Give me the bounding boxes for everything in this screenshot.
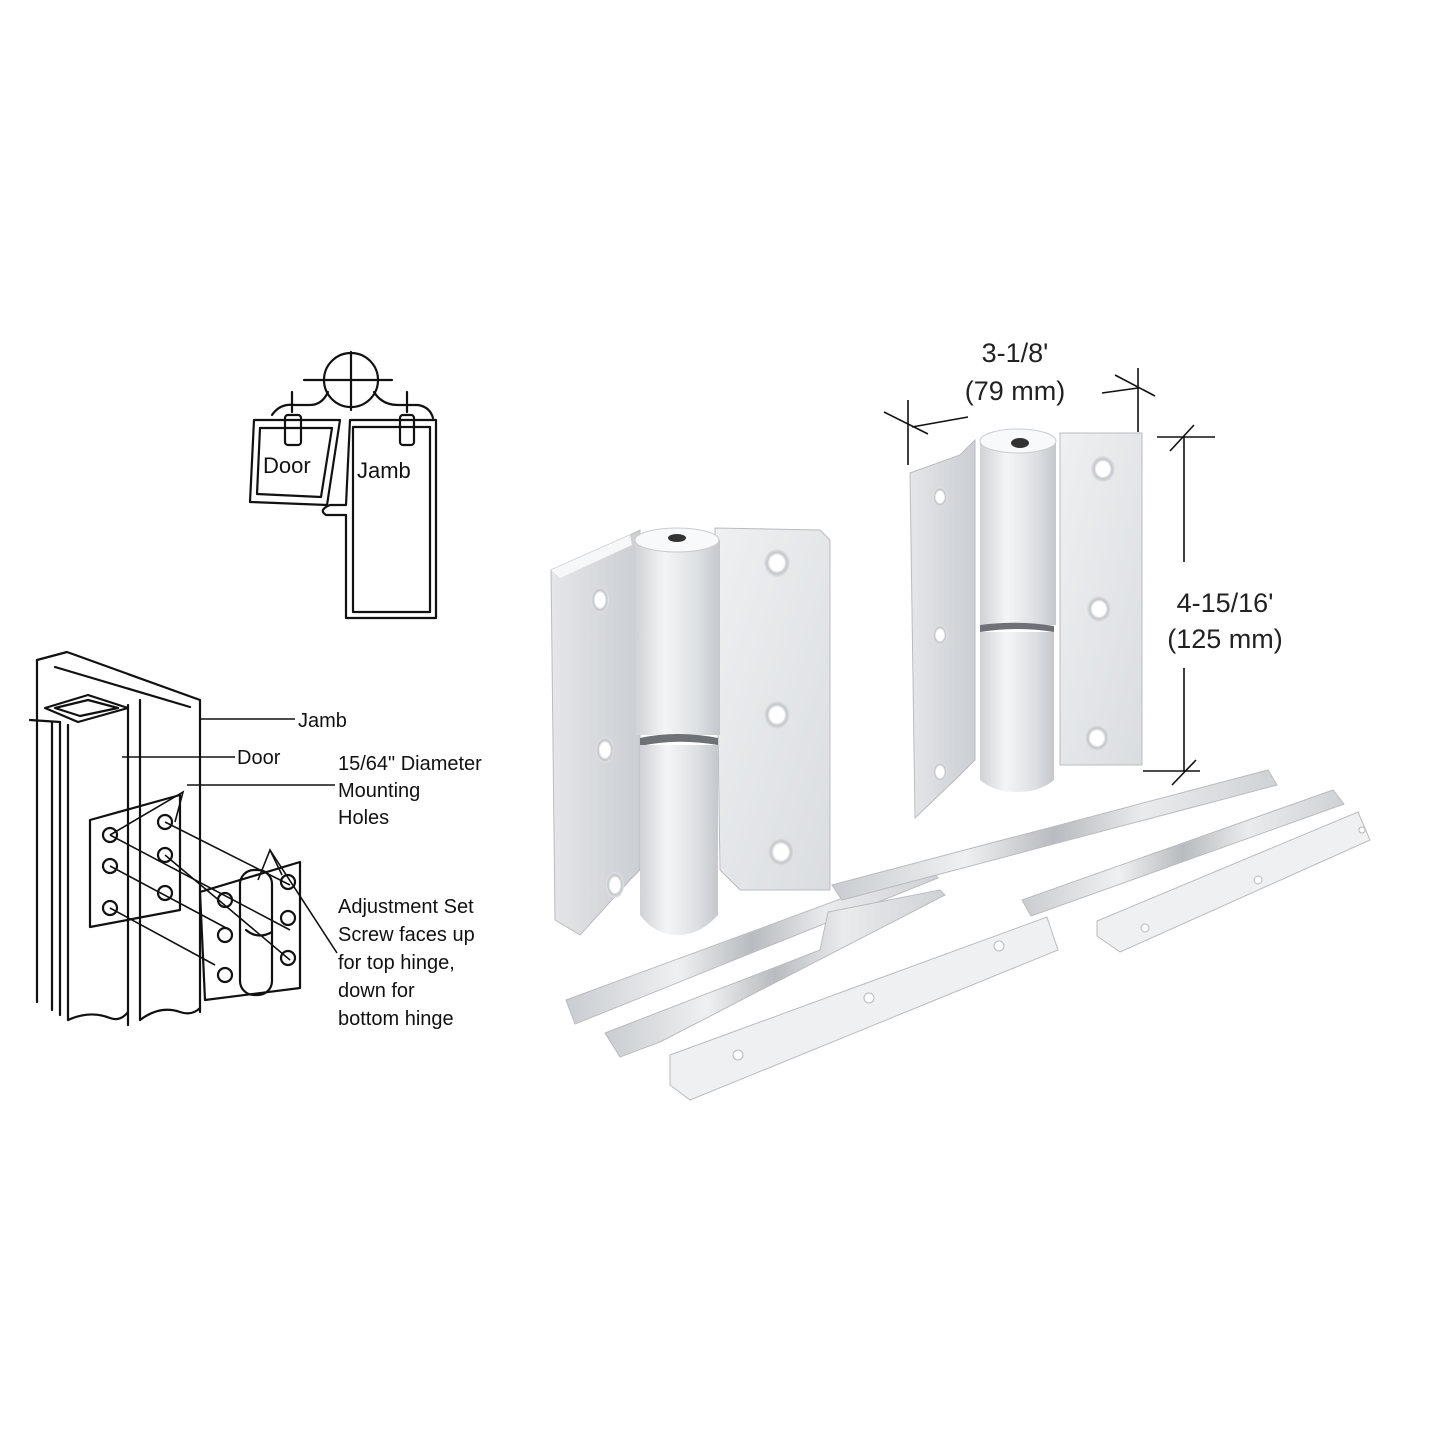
screw-hole-icon — [933, 625, 947, 645]
shim-strip — [565, 865, 939, 1025]
height-dimension: 4-15/16' (125 mm) — [1143, 424, 1283, 786]
svg-text:down for: down for — [338, 980, 415, 1002]
screw-hole-icon — [764, 701, 790, 729]
svg-text:bottom hinge: bottom hinge — [338, 1008, 454, 1030]
height-metric-label: (125 mm) — [1167, 624, 1283, 654]
top-view-diagram: Door Jamb — [248, 350, 438, 620]
right-hinge — [909, 428, 1143, 820]
screw-hole-icon — [933, 762, 947, 782]
installation-door-label: Door — [237, 747, 281, 769]
svg-text:Adjustment Set: Adjustment Set — [338, 896, 474, 918]
height-imperial-label: 4-15/16' — [1177, 588, 1274, 618]
shim-strip — [831, 769, 1278, 901]
shim-strip — [604, 889, 946, 1058]
set-screw-socket-icon — [668, 534, 686, 542]
screw-hole-icon — [1091, 456, 1115, 482]
svg-text:Screw faces up: Screw faces up — [338, 924, 475, 946]
width-dimension: 3-1/8' (79 mm) — [883, 338, 1156, 465]
svg-text:Mounting: Mounting — [338, 780, 420, 802]
mounting-holes-callout: 15/64" Diameter Mounting Holes — [338, 753, 482, 829]
installation-diagram: Jamb Door 15/64" Diameter Mounting Holes… — [28, 650, 482, 1030]
screw-hole-icon — [1087, 596, 1111, 622]
screw-hole-icon — [596, 737, 614, 763]
screw-hole-icon — [764, 549, 790, 577]
door-panel-outline — [248, 418, 342, 507]
screw-hole-icon — [606, 872, 624, 898]
top-view-door-label: Door — [263, 453, 311, 478]
top-view-jamb-label: Jamb — [357, 458, 411, 483]
installation-jamb-label: Jamb — [298, 710, 347, 732]
screw-hole-icon — [933, 487, 947, 507]
svg-text:for top hinge,: for top hinge, — [338, 952, 455, 974]
width-imperial-label: 3-1/8' — [982, 338, 1049, 368]
mounting-plates — [669, 811, 1371, 1101]
screw-hole-icon — [591, 587, 609, 613]
width-metric-label: (79 mm) — [965, 376, 1066, 406]
screw-hole-icon — [768, 838, 794, 866]
set-screw-callout: Adjustment Set Screw faces up for top hi… — [338, 896, 475, 1030]
screw-hole-icon — [1085, 725, 1109, 751]
shim-strips — [565, 769, 1345, 1058]
left-hinge — [550, 527, 831, 936]
mounting-plate — [669, 916, 1059, 1101]
jamb-outline — [321, 418, 438, 620]
svg-text:Holes: Holes — [338, 807, 389, 829]
mounting-plate — [1096, 811, 1371, 953]
shim-strip — [1021, 789, 1345, 917]
set-screw-socket-icon — [1011, 438, 1029, 448]
mounting-hole-icons — [101, 813, 174, 917]
svg-text:15/64" Diameter: 15/64" Diameter — [338, 753, 482, 775]
